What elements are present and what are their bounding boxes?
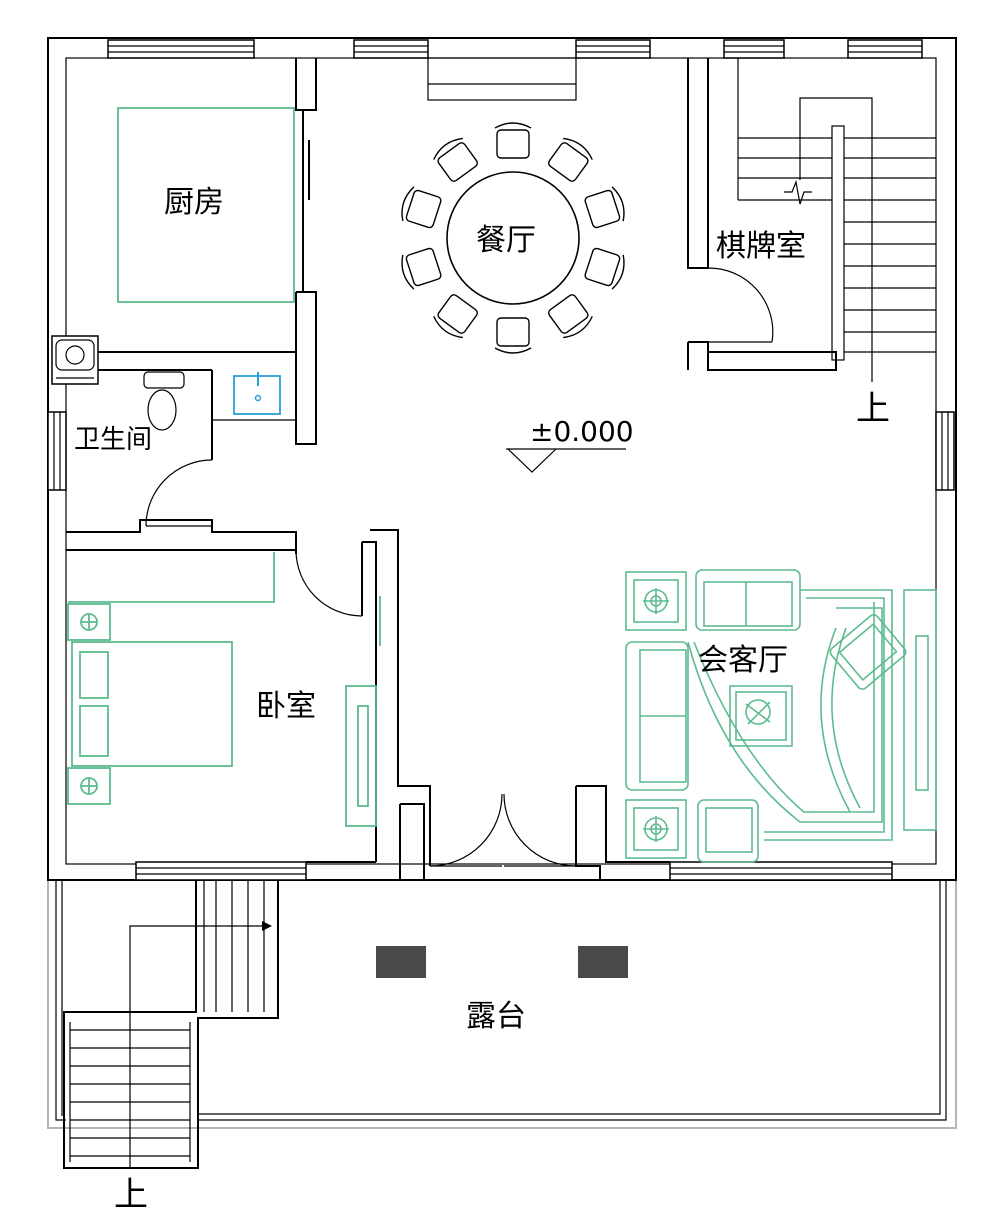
dining-chair (584, 186, 625, 229)
dining-chair (548, 294, 593, 339)
terrace-rail-right (198, 880, 947, 1121)
room-label-dining: 餐厅 (476, 223, 536, 258)
exterior-walls (47, 37, 957, 881)
room-label-reception: 会客厅 (698, 643, 788, 678)
interior-staircase (737, 58, 936, 382)
dining-chair (401, 186, 442, 229)
dining-bay-niche (427, 57, 577, 101)
chess-room-door-swing (707, 267, 774, 343)
room-label-kitchen: 厨房 (164, 185, 224, 220)
window-dining-top-right (575, 39, 651, 59)
window-dining-top-left (353, 39, 429, 59)
dining-chair (494, 317, 532, 354)
dining-chair (433, 137, 478, 182)
stair-up-label-right: 上 (856, 389, 890, 429)
bed (67, 552, 275, 805)
window-bedroom-bottom (135, 861, 307, 881)
entrance-door-right (503, 793, 577, 867)
window-right-side (935, 411, 955, 491)
kitchen-counter (117, 107, 295, 303)
elevation-label: ±0.000 (530, 415, 634, 448)
bathroom-door-swing (145, 459, 213, 527)
toilet (143, 371, 185, 431)
washing-machine (51, 335, 99, 385)
window-bathroom-left (47, 411, 67, 491)
room-label-terrace: 露台 (466, 999, 526, 1034)
stair-direction-arrow (129, 925, 262, 1168)
dining-chair (433, 294, 478, 339)
windows (47, 39, 955, 881)
terrace-rail-left (55, 880, 66, 1121)
dining-chair (401, 247, 442, 290)
window-chess-top-left (723, 39, 785, 59)
terrace-column-right (578, 946, 628, 978)
washbasin (233, 372, 281, 415)
room-label-chess: 棋牌室 (716, 229, 806, 264)
room-label-bedroom: 卧室 (256, 689, 316, 724)
stair-up-label-bottom: 上 (114, 1175, 148, 1215)
entrance-door-left (429, 793, 503, 867)
bedroom-door-swing (295, 549, 363, 617)
wardrobe (345, 596, 381, 827)
window-chess-top-right (847, 39, 923, 59)
sofa-set (625, 569, 937, 863)
elevation-marker: ±0.000 (506, 415, 634, 473)
interior-walls (66, 58, 837, 880)
exterior-staircase (63, 880, 279, 1169)
window-kitchen-top (107, 39, 255, 59)
dining-chair (584, 247, 625, 290)
dining-chair (548, 137, 593, 182)
terrace-column-left (376, 946, 426, 978)
room-label-bathroom: 卫生间 (74, 425, 152, 455)
dining-table (401, 122, 625, 354)
window-reception-bottom (669, 861, 893, 881)
dining-chair (494, 122, 532, 159)
